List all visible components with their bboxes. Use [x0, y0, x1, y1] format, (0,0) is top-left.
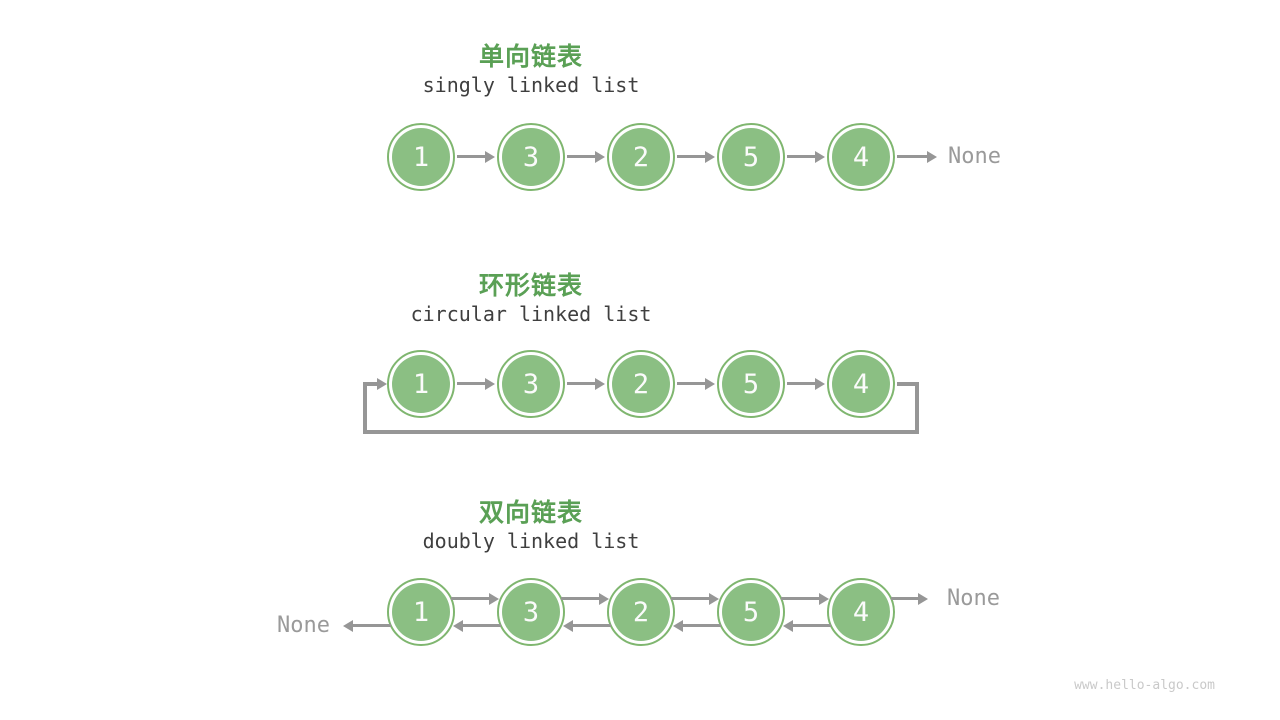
node-circle: 4 [827, 123, 895, 191]
arrow-line [897, 155, 927, 158]
node-value: 3 [502, 355, 560, 413]
arrowhead-right-icon [485, 378, 495, 390]
node-circle: 3 [497, 123, 565, 191]
node-value: 4 [832, 583, 890, 641]
node-value: 1 [392, 355, 450, 413]
arrowhead-right-icon [377, 378, 387, 390]
doubly-none-left-label: None [277, 613, 330, 638]
node-circle: 3 [497, 578, 565, 646]
arrowhead-right-icon [705, 151, 715, 163]
arrow-line [781, 597, 819, 600]
arrowhead-left-icon [453, 620, 463, 632]
node-circle: 3 [497, 350, 565, 418]
singly-none-label: None [948, 144, 1001, 169]
arrow-line [567, 382, 595, 385]
node-value: 4 [832, 128, 890, 186]
node-circle: 5 [717, 578, 785, 646]
singly-title: 单向链表 [478, 43, 583, 71]
node-value: 5 [722, 128, 780, 186]
arrowhead-right-icon [595, 378, 605, 390]
arrow-line [573, 624, 611, 627]
site-watermark: www.hello-algo.com [1074, 678, 1215, 693]
node-circle: 1 [387, 350, 455, 418]
node-value: 5 [722, 355, 780, 413]
arrowhead-right-icon [485, 151, 495, 163]
node-value: 4 [832, 355, 890, 413]
arrow-line [787, 382, 815, 385]
node-value: 2 [612, 583, 670, 641]
arrowhead-left-icon [563, 620, 573, 632]
arrowhead-right-icon [815, 378, 825, 390]
arrowhead-right-icon [705, 378, 715, 390]
circular-loop-line [363, 384, 919, 434]
doubly-subtitle: doubly linked list [422, 529, 640, 553]
node-value: 5 [722, 583, 780, 641]
circular-loop-line [363, 382, 378, 386]
arrow-line [677, 155, 705, 158]
node-circle: 1 [387, 123, 455, 191]
arrowhead-right-icon [599, 593, 609, 605]
node-value: 2 [612, 128, 670, 186]
arrowhead-right-icon [815, 151, 825, 163]
node-circle: 4 [827, 350, 895, 418]
arrow-line [683, 624, 721, 627]
node-value: 1 [392, 583, 450, 641]
arrow-line [671, 597, 709, 600]
node-value: 2 [612, 355, 670, 413]
node-circle: 4 [827, 578, 895, 646]
arrow-line [891, 597, 918, 600]
arrowhead-right-icon [489, 593, 499, 605]
node-circle: 2 [607, 350, 675, 418]
arrow-line [793, 624, 831, 627]
singly-subtitle: singly linked list [422, 73, 640, 97]
circular-title: 环形链表 [478, 272, 583, 300]
node-value: 3 [502, 128, 560, 186]
arrowhead-right-icon [819, 593, 829, 605]
node-circle: 1 [387, 578, 455, 646]
doubly-none-right-label: None [947, 586, 1000, 611]
node-value: 3 [502, 583, 560, 641]
arrowhead-left-icon [673, 620, 683, 632]
arrow-line [457, 155, 485, 158]
arrowhead-right-icon [918, 593, 928, 605]
arrow-line [457, 382, 485, 385]
arrowhead-right-icon [595, 151, 605, 163]
node-circle: 5 [717, 350, 785, 418]
circular-loop-line [897, 382, 919, 386]
node-circle: 2 [607, 578, 675, 646]
arrow-line [463, 624, 501, 627]
arrowhead-left-icon [343, 620, 353, 632]
arrow-line [677, 382, 705, 385]
node-circle: 5 [717, 123, 785, 191]
arrow-line [787, 155, 815, 158]
node-circle: 2 [607, 123, 675, 191]
arrow-line [353, 624, 391, 627]
arrow-line [561, 597, 599, 600]
doubly-title: 双向链表 [478, 499, 583, 527]
arrow-line [451, 597, 489, 600]
arrowhead-right-icon [709, 593, 719, 605]
arrowhead-right-icon [927, 151, 937, 163]
node-value: 1 [392, 128, 450, 186]
circular-subtitle: circular linked list [410, 302, 652, 326]
arrow-line [567, 155, 595, 158]
arrowhead-left-icon [783, 620, 793, 632]
